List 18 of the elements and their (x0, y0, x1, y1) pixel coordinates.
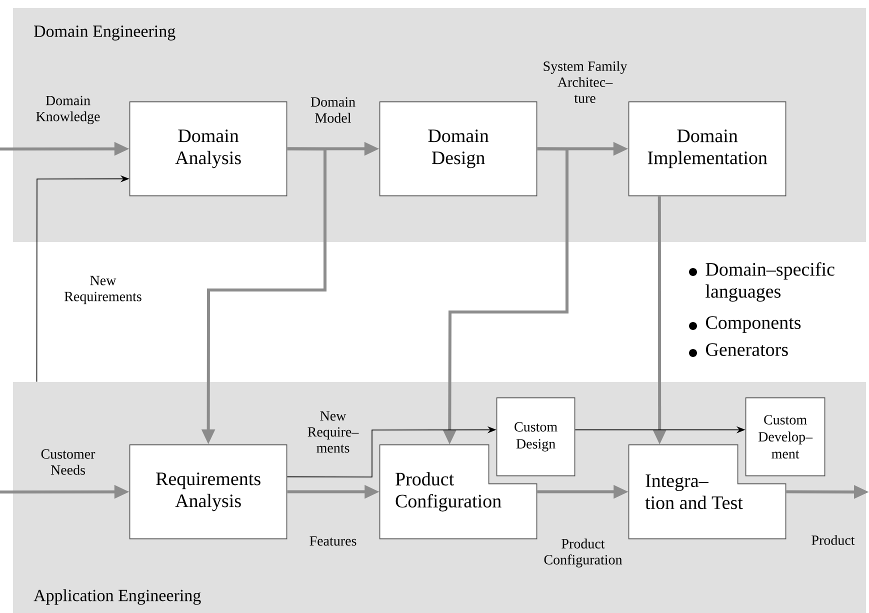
process-box: Requirements Analysis (129, 444, 288, 540)
edge-label: Customer Needs (41, 449, 96, 475)
edge-label: Product (812, 535, 855, 545)
edge-label: New Requirements (64, 276, 142, 304)
edge-label: New Require– ments (308, 411, 359, 453)
bullet-text: Domain–specific languages (706, 262, 834, 302)
bullet-text: Components (706, 316, 801, 333)
edge-label: Domain Knowledge (36, 96, 100, 124)
edge-label: System Family Architec– ture (544, 61, 628, 103)
process-box: Domain Design (379, 101, 538, 196)
process-box: Domain Implementation (628, 101, 786, 196)
process-box: Domain Analysis (129, 101, 288, 196)
edge-label: Product Configuration (544, 538, 622, 568)
small-box: Custom Develop– ment (745, 397, 826, 476)
bullet-text: Generators (706, 343, 788, 356)
edge-label: Features (310, 536, 356, 546)
edge-label: Domain Model (310, 97, 356, 123)
small-box: Custom Design (496, 397, 576, 476)
